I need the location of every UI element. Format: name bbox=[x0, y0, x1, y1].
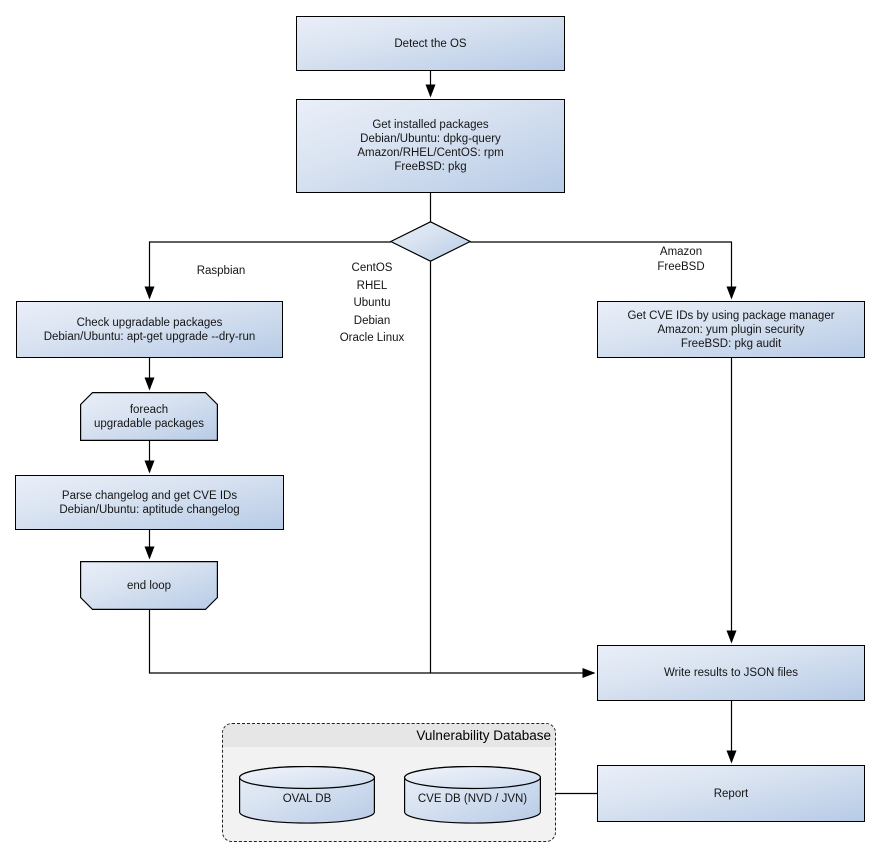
node-parse-changelog-label: Parse changelog and get CVE IDs Debian/U… bbox=[59, 489, 240, 516]
node-oval-db: OVAL DB bbox=[238, 765, 376, 824]
decision-diamond-shape bbox=[389, 221, 472, 262]
node-write-results: Write results to JSON files bbox=[597, 645, 865, 701]
node-get-cve-ids-pkg-manager-label: Get CVE IDs by using package manager Ama… bbox=[627, 309, 835, 350]
foreach-loop-shape bbox=[80, 392, 218, 442]
node-cve-db-label: CVE DB (NVD / JVN) bbox=[417, 793, 528, 805]
node-oval-db-label: OVAL DB bbox=[282, 793, 332, 805]
node-foreach-loop-label: foreach upgradable packages bbox=[94, 403, 204, 430]
node-end-loop-label: end loop bbox=[126, 579, 172, 592]
node-report: Report bbox=[597, 765, 865, 822]
edge-decision-to-checkupgradable bbox=[144, 241, 391, 300]
vulnerability-database-titlebar: Vulnerability Database bbox=[223, 724, 555, 747]
node-get-installed-packages-label: Get installed packages Debian/Ubuntu: dp… bbox=[357, 119, 504, 173]
vulnerability-database-title: Vulnerability Database bbox=[416, 728, 551, 743]
node-os-decision bbox=[389, 221, 472, 262]
vulnerability-database-container: Vulnerability Database OVAL DB CVE DB (N… bbox=[222, 723, 556, 842]
node-cve-db: CVE DB (NVD / JVN) bbox=[403, 765, 542, 824]
node-detect-os-label: Detect the OS bbox=[394, 37, 467, 50]
node-parse-changelog: Parse changelog and get CVE IDs Debian/U… bbox=[15, 475, 284, 530]
node-report-label: Report bbox=[713, 787, 749, 800]
branch-label-amazon-freebsd: Amazon FreeBSD bbox=[657, 246, 705, 273]
end-loop-shape bbox=[80, 561, 218, 611]
node-check-upgradable-label: Check upgradable packages Debian/Ubuntu:… bbox=[43, 316, 256, 343]
oval-db-cylinder-shape bbox=[238, 765, 376, 824]
branch-label-raspbian: Raspbian bbox=[196, 265, 246, 277]
cve-db-cylinder-shape bbox=[403, 765, 542, 824]
node-get-installed-packages: Get installed packages Debian/Ubuntu: dp… bbox=[296, 99, 565, 193]
node-check-upgradable: Check upgradable packages Debian/Ubuntu:… bbox=[16, 301, 283, 358]
edge-endloop-to-writeresults bbox=[148, 610, 596, 678]
node-write-results-label: Write results to JSON files bbox=[664, 667, 798, 679]
node-end-loop: end loop bbox=[80, 561, 218, 611]
node-detect-os: Detect the OS bbox=[296, 16, 565, 71]
edge-decision-to-getcveids bbox=[470, 241, 737, 300]
node-get-cve-ids-pkg-manager: Get CVE IDs by using package manager Ama… bbox=[597, 301, 865, 358]
branch-label-os-list: CentOS RHEL Ubuntu Debian Oracle Linux bbox=[339, 262, 405, 344]
node-foreach-loop: foreach upgradable packages bbox=[80, 392, 218, 442]
